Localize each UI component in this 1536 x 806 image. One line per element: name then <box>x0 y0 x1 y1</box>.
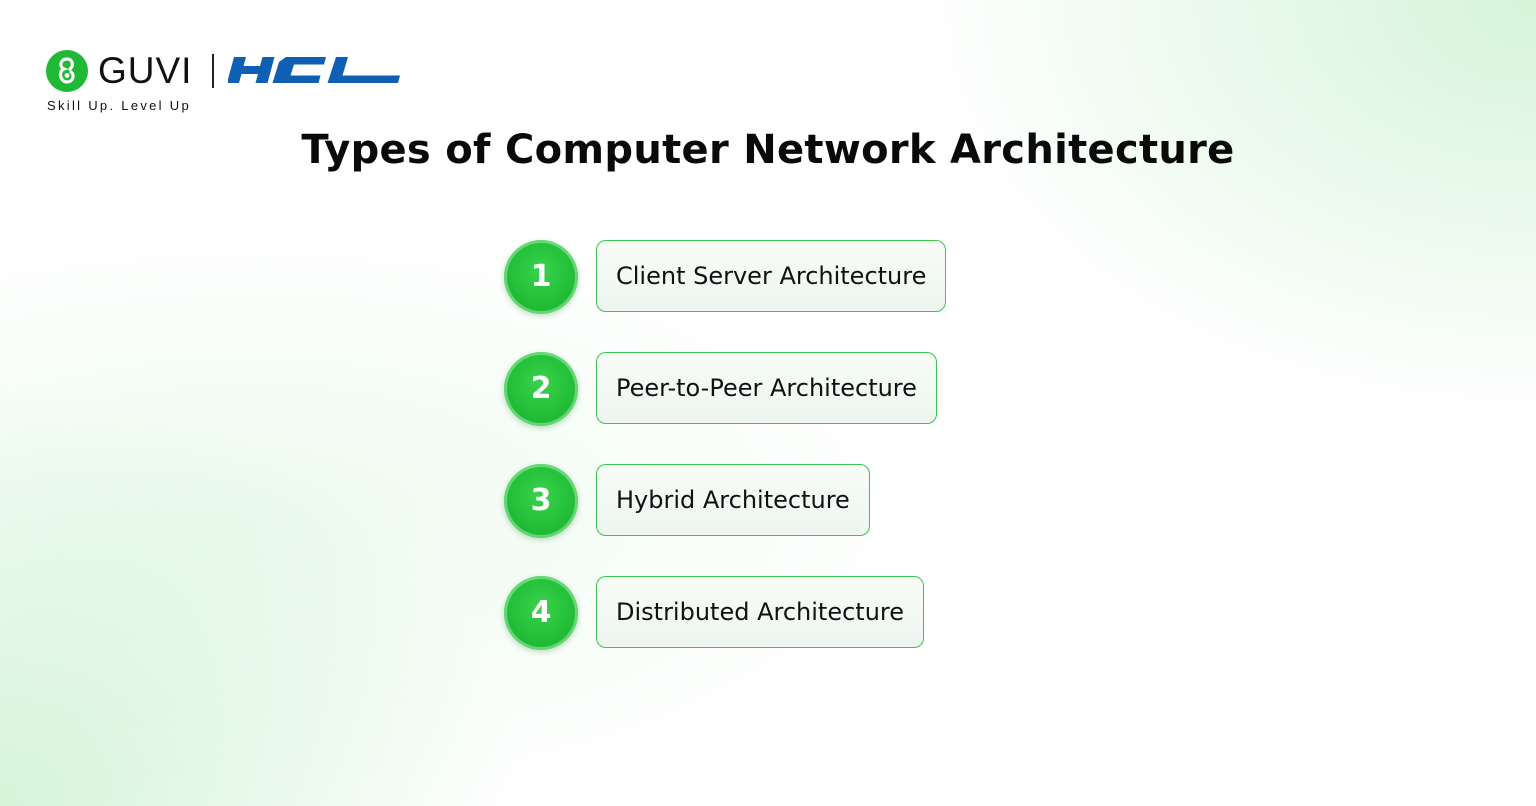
item-label-box: Peer-to-Peer Architecture <box>596 352 937 424</box>
number-badge: 1 <box>504 240 578 314</box>
guvi-wordmark: GUVI <box>98 50 193 91</box>
item-label-box: Client Server Architecture <box>596 240 947 312</box>
architecture-types-list: 1 Client Server Architecture 2 Peer-to-P… <box>504 240 1024 688</box>
item-label-box: Hybrid Architecture <box>596 464 870 536</box>
number-badge: 4 <box>504 576 578 650</box>
list-item: 2 Peer-to-Peer Architecture <box>504 352 1024 426</box>
number-badge: 3 <box>504 464 578 538</box>
item-label-box: Distributed Architecture <box>596 576 925 648</box>
number-badge: 2 <box>504 352 578 426</box>
list-item: 4 Distributed Architecture <box>504 576 1024 650</box>
list-item: 3 Hybrid Architecture <box>504 464 1024 538</box>
guvi-logo-icon <box>46 50 88 92</box>
hcl-logo <box>227 57 400 88</box>
page-title: Types of Computer Network Architecture <box>301 127 1235 173</box>
brand-divider <box>212 54 214 88</box>
tagline: Skill Up. Level Up <box>47 98 191 113</box>
list-item: 1 Client Server Architecture <box>504 240 1024 314</box>
brand-header: GUVI Skill Up. Level Up <box>46 48 406 118</box>
